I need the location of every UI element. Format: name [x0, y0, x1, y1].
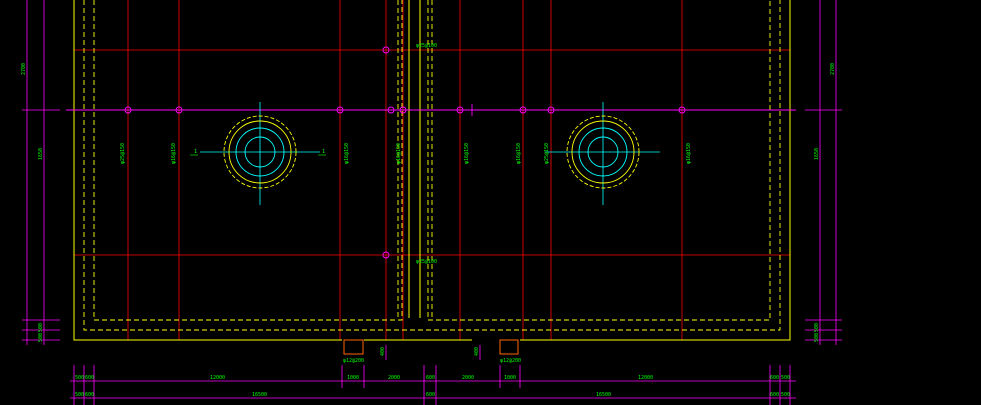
section-mark-right: 1 — [322, 149, 325, 155]
rebar-label-v5: φ16@150 — [464, 143, 470, 164]
dim-row1-8: 1000 — [504, 375, 516, 381]
dim-left-mid: 1650 — [38, 148, 44, 160]
opening-left — [200, 102, 320, 205]
dim-right-b1: 500 — [814, 333, 820, 342]
rebar-label-v8: φ16@150 — [686, 143, 692, 164]
wall-outline — [73, 0, 791, 355]
dim-row2-1: 500 — [75, 392, 84, 398]
side-dimension-texts: 2700 1650 500 500 2700 1650 500 500 — [21, 63, 836, 342]
rebar-label-v1: φ25@150 — [120, 143, 126, 164]
rebar-label-v4: φ16@150 — [396, 143, 402, 164]
right-dimension-chain — [805, 0, 842, 345]
dim-row1-7: 2000 — [462, 375, 474, 381]
dim-row1-1: 500 — [75, 375, 84, 381]
rebar-label-bottom-left: φ12@200 — [343, 358, 364, 364]
dim-row1-6: 600 — [426, 375, 435, 381]
rebar-label-v3: φ16@150 — [344, 143, 350, 164]
bottom-dimension-chain — [70, 345, 796, 405]
dim-left-b2: 500 — [38, 323, 44, 332]
dim-row1-9: 12000 — [638, 375, 653, 381]
section-marks: 1 1 — [190, 149, 326, 156]
dim-row1-5: 2000 — [388, 375, 400, 381]
rebar-label-v2: φ16@150 — [171, 143, 177, 164]
dim-row2-6: 600 — [770, 392, 779, 398]
section-mark-left: 1 — [194, 149, 197, 155]
dim-row2-4: 600 — [426, 392, 435, 398]
dim-row1-3: 12000 — [210, 375, 225, 381]
dim-right-top: 2700 — [830, 63, 836, 75]
dim-row2-3: 16500 — [252, 392, 267, 398]
rebar-label-bottom-right: φ12@200 — [500, 358, 521, 364]
rebar-label-middle: φ25@100 — [416, 259, 437, 265]
rebar-labels: φ25@100 φ25@100 φ25@150 φ16@150 φ16@150 … — [120, 43, 692, 364]
dim-right-mid: 1650 — [814, 148, 820, 160]
dim-row2-7: 500 — [781, 392, 790, 398]
dim-row2-2: 600 — [85, 392, 94, 398]
dim-row1-2: 600 — [85, 375, 94, 381]
dim-row-2: 500 600 16500 600 16500 600 500 — [75, 392, 790, 398]
left-dimension-chain — [22, 0, 60, 345]
dim-small-1: 400 — [380, 347, 386, 356]
small-dimension-texts: 400 400 — [380, 347, 480, 356]
dim-row1-11: 500 — [781, 375, 790, 381]
dim-small-2: 400 — [474, 347, 480, 356]
magenta-axis — [66, 46, 796, 259]
dim-left-b1: 500 — [38, 333, 44, 342]
dashed-inner — [83, 0, 781, 331]
dim-left-top: 2700 — [21, 63, 27, 75]
opening-right — [545, 102, 660, 205]
dim-row1-4: 1000 — [347, 375, 359, 381]
dim-row1-10: 600 — [770, 375, 779, 381]
rebar-label-v7: φ25@150 — [544, 143, 550, 164]
rebar-label-v6: φ16@150 — [516, 143, 522, 164]
rebar-label-top: φ25@100 — [416, 43, 437, 49]
dim-row2-5: 16500 — [596, 392, 611, 398]
dim-right-b2: 500 — [814, 323, 820, 332]
dim-row-1: 500 600 12000 1000 2000 600 2000 1000 12… — [75, 375, 790, 381]
red-grid — [74, 0, 790, 340]
